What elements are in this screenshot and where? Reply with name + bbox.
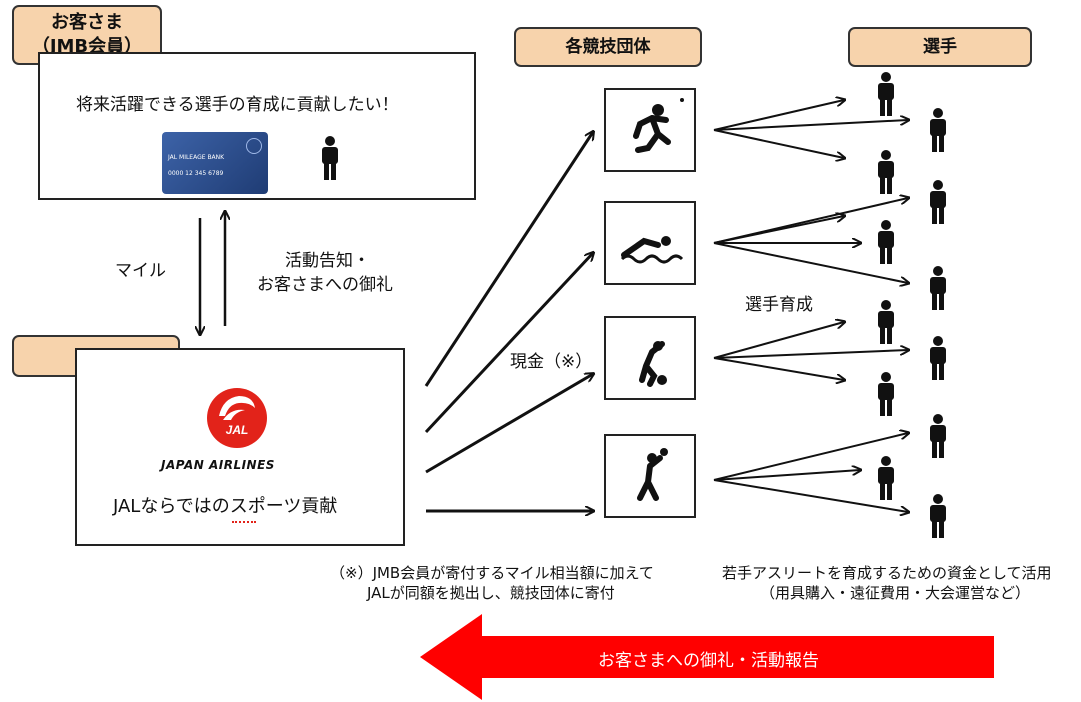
athlete-person-icon [930,336,946,380]
athlete-person-icon [878,220,894,264]
miles-label: マイル [115,261,166,281]
card-brand: JAL MILEAGE BANK [168,154,225,161]
customer-message: 将来活躍できる選手の育成に貢献したい！ [76,95,399,115]
use-note-line2: （用具購入・遠征費用・大会運営など） [760,584,1031,602]
athletes-header: 選手 [848,27,1032,67]
cash-arrow-1 [424,132,593,387]
customer-person-icon [322,136,338,180]
sport-box-swimming [604,201,696,285]
jal-crane-logo-icon: JAL [207,388,267,448]
jal-tagline: JALならではのスポーツ貢献 [113,496,338,517]
cash-arrow-3 [425,374,593,474]
athlete-person-icon [878,300,894,344]
info-label-line1: 活動告知・ [285,251,370,271]
sport-box-volleyball [604,316,696,400]
use-note-line1: 若手アスリートを育成するための資金として活用 [722,564,1052,582]
cash-note-line1: （※）JMB会員が寄付するマイル相当額に加えて [330,564,654,582]
jal-company-name: JAPAN AIRLINES [161,458,275,472]
swimming-icon [620,236,684,264]
card-logo-icon [246,138,262,154]
svg-text:JAL: JAL [226,423,249,437]
volleyball-icon [639,341,667,387]
jmb-card: JAL MILEAGE BANK 0000 12 345 6789 [162,132,268,194]
athlete-person-icon [930,266,946,310]
cash-label: 現金（※） [510,352,593,372]
spellcheck-underline [232,518,256,523]
athlete-person-icon [930,108,946,152]
develop-label: 選手育成 [745,295,813,315]
athlete-person-icon [878,456,894,500]
sport-box-running [604,88,696,172]
athlete-person-icon [930,494,946,538]
running-soccer-icon [633,98,684,153]
athlete-person-icon [878,372,894,416]
card-number: 0000 12 345 6789 [168,170,224,177]
basketball-icon [637,448,668,501]
athlete-person-icon [930,180,946,224]
athlete-person-icon [878,72,894,116]
feedback-arrow-label: お客さまへの御礼・活動報告 [598,651,819,671]
cash-note-line2: JALが同額を拠出し、競技団体に寄付 [367,584,615,602]
info-label-line2: お客さまへの御礼 [257,275,393,295]
customer-box: 将来活躍できる選手の育成に貢献したい！ JAL MILEAGE BANK 000… [38,52,476,200]
feedback-arrow [420,614,994,700]
jal-box: JAL JAPAN AIRLINES JALならではのスポーツ貢献 [75,348,405,546]
sport-box-basketball [604,434,696,518]
organizations-header: 各競技団体 [514,27,702,67]
athlete-person-icon [930,414,946,458]
cash-arrow-2 [424,253,593,434]
athlete-person-icon [878,150,894,194]
